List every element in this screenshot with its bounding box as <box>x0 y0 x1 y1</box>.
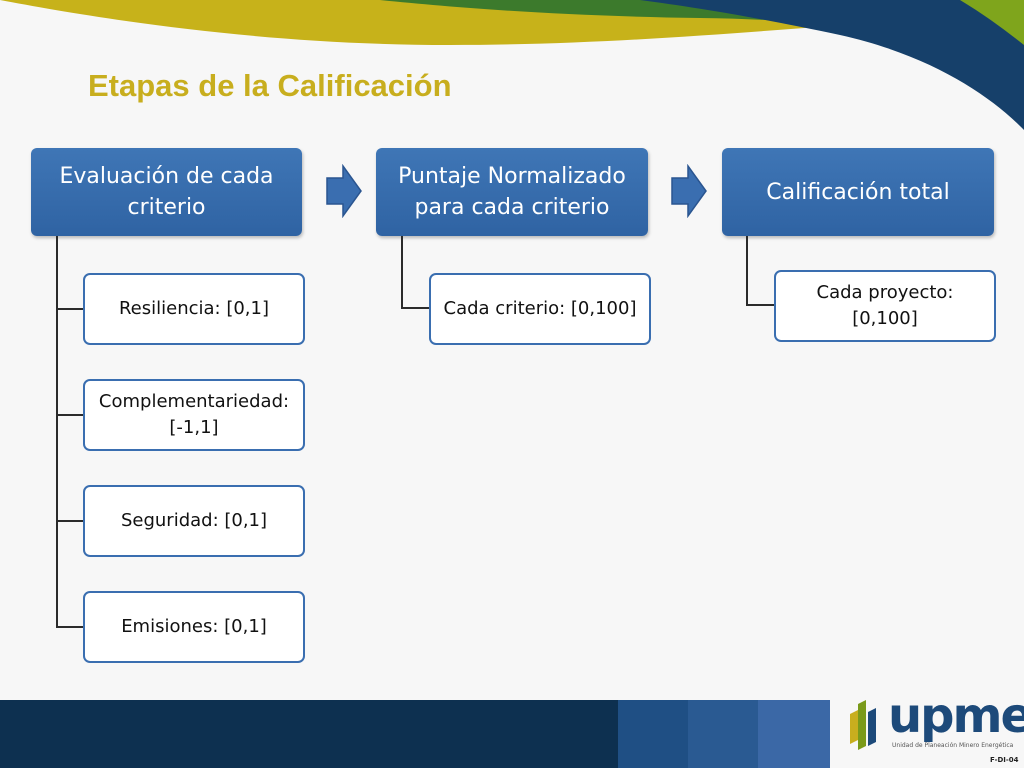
criterion-label: Complementariedad: [-1,1] <box>98 391 290 438</box>
page-title: Etapas de la Calificación <box>88 68 452 103</box>
logo-tagline: Unidad de Planeación Minero Energética <box>892 742 1014 749</box>
stage-label: Puntaje Normalizado para cada criterio <box>398 164 626 220</box>
footer-block <box>688 700 758 768</box>
footer-block <box>618 700 688 768</box>
project-score-item: Cada proyecto: [0,100] <box>774 270 996 342</box>
normalized-score-item: Cada criterio: [0,100] <box>429 273 651 345</box>
stage-label: Evaluación de cada criterio <box>59 164 274 220</box>
footer-block <box>758 700 830 768</box>
item-label: Cada criterio: [0,100] <box>443 298 637 319</box>
stage-normalization: Puntaje Normalizado para cada criterio <box>376 148 648 236</box>
criterion-seguridad: Seguridad: [0,1] <box>83 485 305 557</box>
arrow-right-icon <box>671 164 707 218</box>
criterion-label: Resiliencia: [0,1] <box>118 298 270 319</box>
criterion-label: Emisiones: [0,1] <box>121 616 267 637</box>
criterion-resiliencia: Resiliencia: [0,1] <box>83 273 305 345</box>
arrow-right-icon <box>326 164 362 218</box>
stage-total-score: Calificación total <box>722 148 994 236</box>
connector-line <box>56 414 83 416</box>
stage-evaluation: Evaluación de cada criterio <box>31 148 302 236</box>
criterion-complementariedad: Complementariedad: [-1,1] <box>83 379 305 451</box>
connector-line <box>56 626 83 628</box>
document-code: F-DI-04 <box>990 756 1019 764</box>
connector-line <box>56 236 58 628</box>
connector-line <box>56 308 83 310</box>
connector-line <box>401 236 403 309</box>
criterion-label: Seguridad: [0,1] <box>120 510 268 531</box>
connector-line <box>56 520 83 522</box>
item-label: Cada proyecto: [0,100] <box>816 282 954 329</box>
upme-logo-icon <box>850 700 876 750</box>
stage-label: Calificación total <box>766 179 950 205</box>
criterion-emisiones: Emisiones: [0,1] <box>83 591 305 663</box>
connector-line <box>401 307 429 309</box>
connector-line <box>746 304 774 306</box>
logo-wordmark: upme <box>888 688 1024 744</box>
header-swoosh <box>0 0 1024 130</box>
connector-line <box>746 236 748 306</box>
